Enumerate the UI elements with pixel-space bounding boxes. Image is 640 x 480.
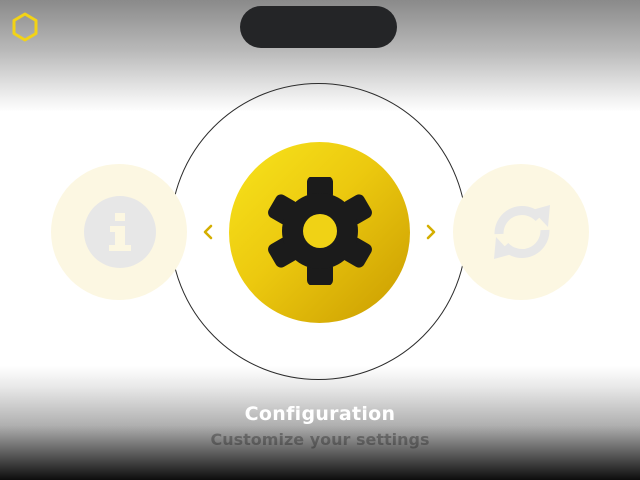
carousel-item-sync[interactable] [453, 164, 589, 300]
hexagon-icon [12, 12, 38, 42]
info-icon [109, 213, 131, 251]
selected-item-title: Configuration [244, 403, 396, 425]
sync-icon [494, 205, 550, 259]
bottom-shade [0, 366, 640, 480]
gear-icon [268, 177, 372, 285]
selected-item-subtitle: Customize your settings [210, 430, 430, 449]
chevron-left-icon[interactable] [201, 223, 215, 241]
chevron-right-icon[interactable] [424, 223, 438, 241]
status-pill [240, 6, 397, 48]
